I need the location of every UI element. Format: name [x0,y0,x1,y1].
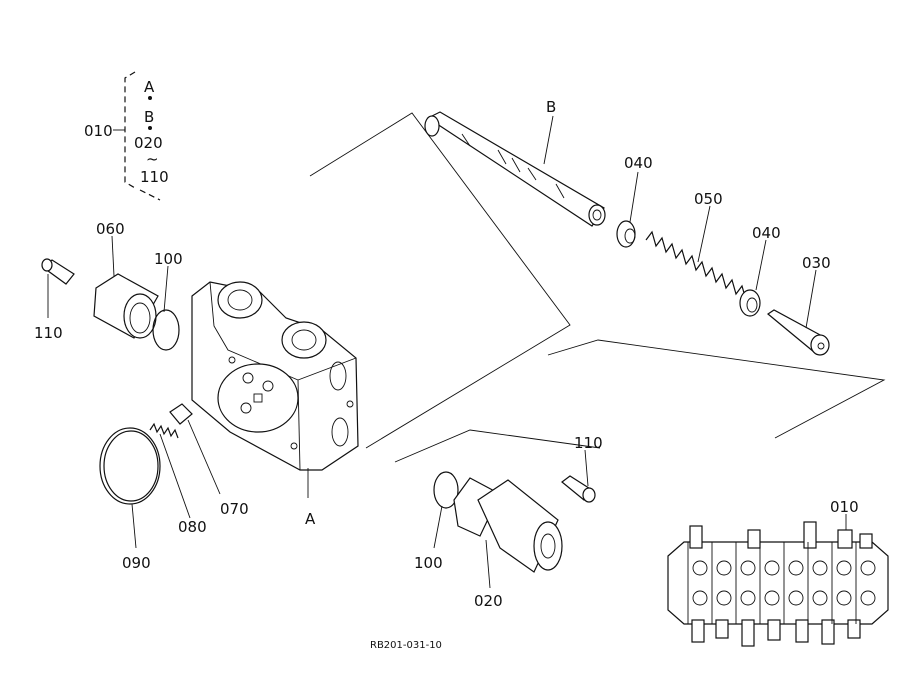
label-090: 090 [122,554,151,572]
label-100-top: 100 [154,250,183,268]
legend-range-start: 020 [134,134,163,152]
bolt-110-left [41,258,75,285]
spring-080 [149,422,179,439]
oring-100-bottom [433,471,459,509]
label-a-body: A [305,510,316,528]
leader-lines [47,115,847,589]
label-040-left: 040 [624,154,653,172]
lower-assembly-outline [394,429,601,463]
label-030: 030 [802,254,831,272]
legend-range-sep: ~ [146,150,159,168]
washer-040-left [616,220,636,248]
label-070: 070 [220,500,249,518]
spring-050 [645,230,747,301]
oring-100-top [152,309,180,351]
washer-040-right [739,289,761,317]
legend-group: 010 [84,122,113,140]
label-050: 050 [694,190,723,208]
valve-body-a [191,281,359,498]
label-110-left: 110 [34,324,63,342]
legend-a: A [144,78,155,96]
inset-valve-stack [667,521,889,647]
label-100-bottom: 100 [414,554,443,572]
label-080: 080 [178,518,207,536]
label-040-right: 040 [752,224,781,242]
bolt-030 [766,309,830,356]
oring-090 [99,427,161,505]
sleeve-020 [453,477,563,573]
spool-assembly-outline [309,112,886,449]
label-010-inset: 010 [830,498,859,516]
drawing-number: RB201-031-10 [370,640,442,651]
plug-070 [169,403,193,425]
bolt-110-right [561,475,596,503]
spool-b [424,111,606,227]
label-110-right: 110 [574,434,603,452]
cap-060 [93,273,159,339]
label-060: 060 [96,220,125,238]
legend-bracket: A B 010 020 ~ 110 [84,71,169,201]
label-020: 020 [474,592,503,610]
legend-b: B [144,108,154,126]
label-b-spool: B [546,98,556,116]
legend-range-end: 110 [140,168,169,186]
